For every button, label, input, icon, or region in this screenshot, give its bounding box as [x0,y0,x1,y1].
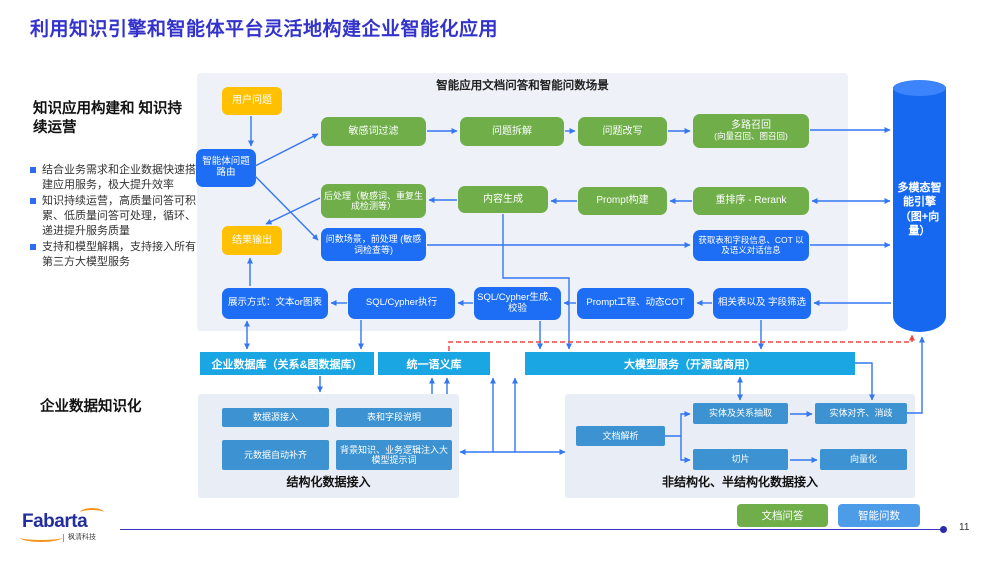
bullet-square-icon [30,167,36,173]
legend-doc-qa: 文档问答 [737,504,828,527]
page-number: 11 [959,522,970,533]
sidebar-bullet-list: 结合业务需求和企业数据快速搭建应用服务，极大提升效率 知识持续运营，高质量问答可… [30,163,200,271]
multi-recall-sub: (向量召回、图召回) [714,130,788,141]
node-doc-parse: 文档解析 [576,426,665,446]
engine-cylinder-top [893,80,946,96]
bar-enterprise-db: 企业数据库（关系&图数据库） [200,352,374,375]
node-content-gen: 内容生成 [458,186,548,213]
node-table-filter: 相关表以及 字段筛选 [713,288,811,319]
bullet-text: 支持和模型解耦，支持接入所有第三方大模型服务 [42,241,196,268]
node-vectorize: 向量化 [820,449,907,470]
page-title: 利用知识引擎和智能体平台灵活地构建企业智能化应用 [30,19,499,40]
node-user-question: 用户问题 [222,87,282,115]
node-display-mode: 展示方式：文本or图表 [222,288,328,319]
bar-llm-service: 大模型服务（开源或商用） [525,352,855,375]
bullet-item: 知识持续运营，高质量问答可积累、低质量问答可处理，循环、递进提升服务质量 [30,194,200,238]
logo-arc-icon [80,508,104,517]
node-table-field-desc: 表和字段说明 [336,408,452,427]
feedback-dashed-line [448,334,915,351]
node-get-table-info: 获取表和字段信息、COT 以及语义对话信息 [693,230,809,261]
node-agent-router: 智能体问题路由 [196,149,256,187]
engine-cylinder: 多模态智能引擎（图+向量） [893,87,946,332]
node-sensitive-filter: 敏感词过滤 [321,117,426,146]
node-sql-exec: SQL/Cypher执行 [348,288,455,319]
engine-cylinder-label: 多模态智能引擎（图+向量） [897,181,942,237]
bullet-square-icon [30,244,36,251]
multi-recall-label: 多路召回 [731,120,771,132]
node-question-rewrite: 问题改写 [578,117,667,146]
bullet-text: 结合业务需求和企业数据快速搭建应用服务，极大提升效率 [42,164,196,191]
footer-line-dot [940,526,947,533]
unstructured-panel-label: 非结构化、半结构化数据接入 [661,475,818,489]
node-datasource-access: 数据源接入 [222,408,329,427]
bullet-text: 知识持续运营，高质量问答可积累、低质量问答可处理，循环、递进提升服务质量 [42,195,196,237]
node-background-knowledge: 背景知识、业务逻辑注入大模型提示词 [336,440,452,470]
node-multi-recall: 多路召回 (向量召回、图召回) [693,114,809,148]
node-slice: 切片 [693,449,788,470]
bullet-item: 结合业务需求和企业数据快速搭建应用服务，极大提升效率 [30,163,200,192]
node-result-output: 结果输出 [222,226,282,255]
node-entity-align: 实体对齐、消歧 [815,403,907,424]
bullet-item: 支持和模型解耦，支持接入所有第三方大模型服务 [30,240,200,269]
logo-subtitle: 枫清科技 [63,534,96,542]
node-question-split: 问题拆解 [460,117,564,146]
node-entity-extract: 实体及关系抽取 [693,403,788,424]
node-prompt-build: Prompt构建 [578,187,667,215]
legend-smart-query: 智能问数 [838,504,920,527]
sidebar-heading: 知识应用构建和 知识持续运营 [33,101,183,136]
footer-divider-line [120,529,942,530]
flow-panel-title: 智能应用文档问答和智能问数场景 [436,80,609,92]
node-prompt-cot: Prompt工程、动态COT [577,288,694,319]
node-sql-gen: SQL/Cypher生成、校验 [474,287,561,320]
bar-semantic-lib: 统一语义库 [378,352,490,375]
sidebar-heading-data-knowledge: 企业数据知识化 [40,399,142,415]
fabarta-logo: Fabarta [22,511,88,532]
node-ask-data-preprocess: 问数场景，前处理 (敏感词检查等) [321,228,426,261]
structured-panel-label: 结构化数据接入 [286,475,371,489]
bullet-square-icon [30,198,36,205]
node-post-process: 后处理（敏感词、重复生成检测等） [321,184,426,218]
logo-arc-icon [20,533,62,542]
node-rerank: 重排序 - Rerank [693,187,809,215]
node-metadata-autofill: 元数据自动补齐 [222,440,329,470]
